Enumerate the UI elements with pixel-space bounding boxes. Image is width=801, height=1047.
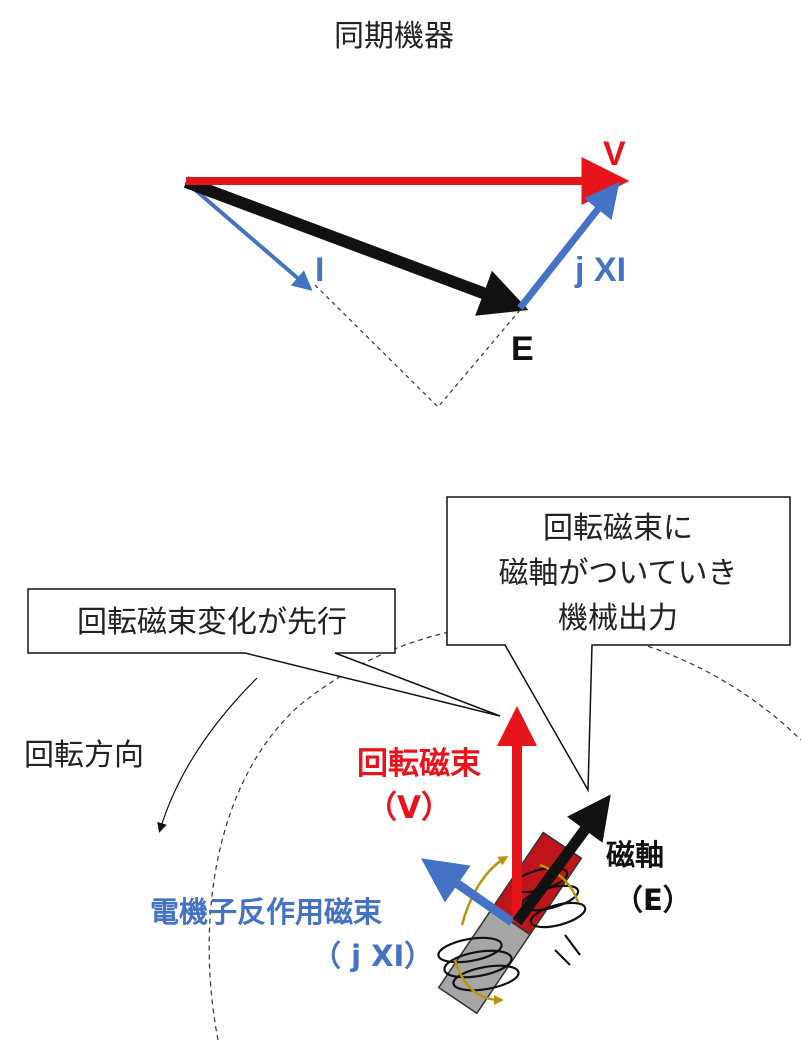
label-v: V bbox=[603, 135, 626, 173]
field-rotation-arrow-upper bbox=[460, 855, 509, 926]
construction-lines bbox=[314, 284, 521, 408]
callout-lead-box bbox=[27, 588, 501, 717]
callout-follow-line-3: 機械出力 bbox=[558, 601, 678, 636]
phasor-diagram: V I j XI E bbox=[183, 135, 630, 408]
label-i: I bbox=[315, 251, 324, 289]
label-e: E bbox=[511, 330, 534, 368]
stator-circle bbox=[208, 623, 801, 1041]
field-rotation-arrow-lower bbox=[453, 959, 504, 1005]
magnetic-axis-label: 磁軸 bbox=[606, 838, 664, 872]
armature-reaction-vector bbox=[420, 858, 515, 926]
rotation-label: 回転方向 bbox=[24, 738, 144, 773]
reactance-drop-vector-jxi bbox=[517, 181, 620, 311]
armature-reaction-symbol: （ j XI） bbox=[312, 939, 433, 973]
page-title: 同期機器 bbox=[334, 19, 454, 54]
magnetic-axis-symbol: （E） bbox=[614, 883, 692, 917]
callout-follow-line-2: 磁軸がついていき bbox=[498, 556, 737, 591]
callout-follow-line-1: 回転磁束に bbox=[543, 511, 693, 546]
rotor-diagram: 回転方向 回転磁束変化が先行 bbox=[24, 496, 801, 1041]
emf-vector-e bbox=[183, 176, 529, 316]
label-jxi: j XI bbox=[574, 251, 626, 289]
magnetic-axis-vector bbox=[512, 794, 611, 926]
callout-lead: 回転磁束変化が先行 bbox=[27, 588, 501, 717]
field-rotation-arc bbox=[539, 863, 580, 903]
current-vector-i bbox=[184, 180, 313, 291]
callout-lead-text: 回転磁束変化が先行 bbox=[77, 605, 347, 640]
callout-follow-box bbox=[446, 496, 791, 793]
rotating-flux-label: 回転磁束 bbox=[357, 746, 481, 782]
armature-reaction-label: 電機子反作用磁束 bbox=[150, 895, 382, 929]
rotation-arrow bbox=[157, 677, 258, 833]
rotating-flux-symbol: （V） bbox=[366, 790, 452, 826]
callout-follow: 回転磁束に 磁軸がついていき 機械出力 bbox=[446, 496, 791, 793]
